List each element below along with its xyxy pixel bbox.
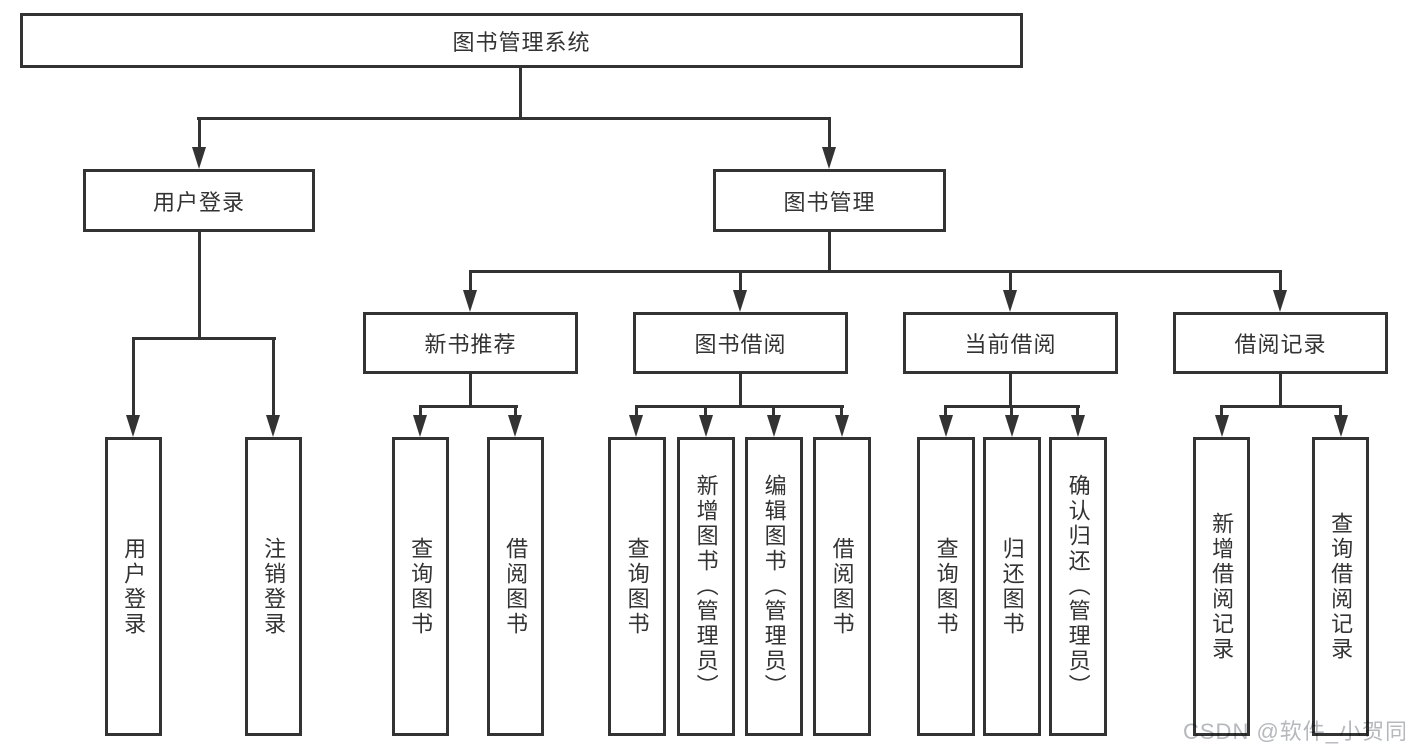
node-label: 图书管理 [783,189,876,215]
arrow-down-icon [1215,415,1229,437]
arrow-down-icon [1273,290,1287,312]
connector-line [739,270,742,292]
leaf-edit-books-admin: 编辑图书（管理员） [745,437,803,736]
connector-line [132,337,276,340]
arrow-down-icon [1003,290,1017,312]
node-label: 新增借阅记录 [1209,511,1235,662]
connector-line [828,232,831,272]
leaf-query-books: 查询图书 [917,437,975,736]
node-user-login: 用户登录 [83,169,315,232]
leaf-logout: 注销登录 [245,437,302,736]
node-label: 用户登录 [121,536,147,637]
connector-line [272,337,275,417]
arrow-down-icon [1334,415,1348,437]
leaf-return-books: 归还图书 [983,437,1041,736]
connector-line [840,405,843,417]
arrow-down-icon [733,290,747,312]
node-label: 当前借阅 [964,332,1057,357]
arrow-down-icon [1005,415,1019,437]
connector-line [197,117,831,120]
node-label: 查询图书 [408,536,434,637]
connector-line [132,337,135,417]
connector-line [469,270,472,292]
csdn-watermark: CSDN @软件_小贺同学 [1183,719,1405,744]
node-current-borrow: 当前借阅 [903,312,1118,374]
connector-line [519,68,522,119]
arrow-down-icon [822,147,836,169]
connector-line [635,405,638,417]
connector-line [772,405,775,417]
node-label: 编辑图书（管理员） [761,474,787,699]
connector-line [419,405,422,417]
arrow-down-icon [266,415,280,437]
leaf-user-login: 用户登录 [105,437,162,736]
node-label: 归还图书 [999,536,1025,637]
node-borrow-records: 借阅记录 [1173,312,1388,374]
arrow-down-icon [1071,415,1085,437]
node-label: 借阅图书 [503,536,529,637]
leaf-query-borrow-record: 查询借阅记录 [1312,437,1369,736]
node-label: 新增图书（管理员） [693,474,719,699]
leaf-borrow-books: 借阅图书 [487,437,544,736]
connector-line [1009,270,1012,292]
connector-line [635,405,844,408]
arrow-down-icon [939,415,953,437]
arrow-down-icon [835,415,849,437]
connector-line [469,270,1282,273]
connector-line [1220,405,1342,408]
node-label: 借阅记录 [1234,332,1327,357]
connector-line [469,374,472,407]
node-label: 注销登录 [261,536,287,637]
connector-line [944,405,947,417]
connector-line [1279,270,1282,292]
leaf-add-books-admin: 新增图书（管理员） [677,437,735,736]
leaf-query-books: 查询图书 [608,437,666,736]
leaf-confirm-return-admin: 确认归还（管理员） [1049,437,1107,736]
leaf-borrow-books: 借阅图书 [813,437,871,736]
connector-line [739,374,742,407]
connector-line [704,405,707,417]
arrow-down-icon [192,147,206,169]
arrow-down-icon [508,415,522,437]
node-label: 图书管理系统 [452,29,591,55]
arrow-down-icon [699,415,713,437]
node-label: 用户登录 [152,189,245,215]
connector-line [1220,405,1223,417]
node-label: 确认归还（管理员） [1065,474,1091,699]
arrow-down-icon [629,415,643,437]
arrow-down-icon [413,415,427,437]
connector-line [514,405,517,417]
node-book-management: 图书管理 [713,169,946,232]
node-label: 查询借阅记录 [1328,511,1354,662]
connector-line [1279,374,1282,407]
connector-line [828,117,831,150]
node-book-borrow: 图书借阅 [633,312,848,374]
node-label: 查询图书 [933,536,959,637]
node-label: 借阅图书 [829,536,855,637]
arrow-down-icon [463,290,477,312]
node-library-system: 图书管理系统 [20,13,1023,68]
leaf-add-borrow-record: 新增借阅记录 [1193,437,1250,736]
node-label: 新书推荐 [424,332,517,357]
connector-line [198,232,201,339]
connector-line [419,405,518,408]
node-label: 图书借阅 [694,332,787,357]
node-label: 查询图书 [624,536,650,637]
leaf-query-books: 查询图书 [392,437,449,736]
arrow-down-icon [767,415,781,437]
connector-line [1009,374,1012,407]
connector-line [1076,405,1079,417]
node-new-book-recommend: 新书推荐 [363,312,578,374]
connector-line [198,117,201,150]
connector-line [1339,405,1342,417]
connector-line [1010,405,1013,417]
arrow-down-icon [126,415,140,437]
